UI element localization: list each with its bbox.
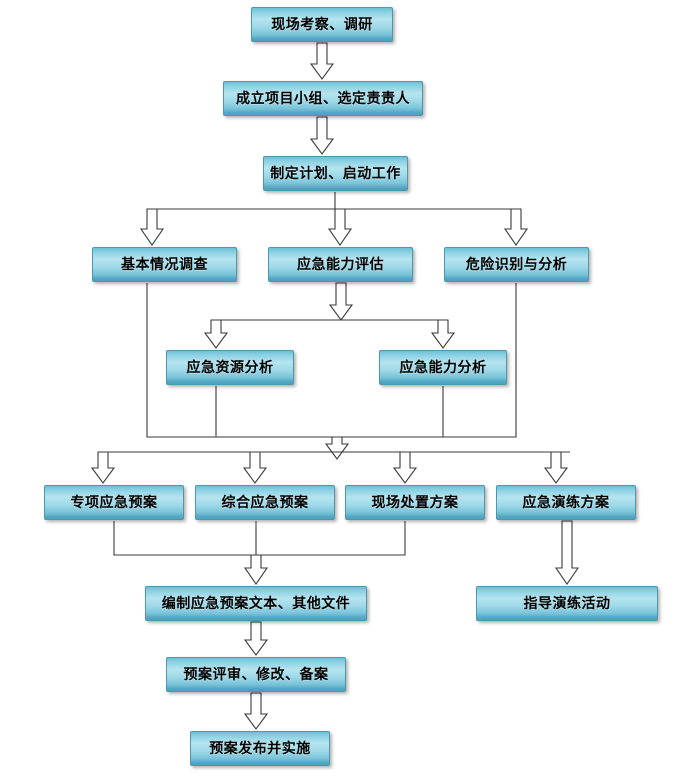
node-label: 预案发布并实施 — [209, 740, 311, 757]
node-emergency-resource-analysis[interactable]: 应急资源分析 — [166, 350, 294, 385]
arrow-bus2-n7 — [203, 319, 229, 349]
node-label: 预案评审、修改、备案 — [183, 666, 329, 683]
merge-n9 — [113, 521, 251, 556]
node-make-plan-start-work[interactable]: 制定计划、启动工作 — [263, 156, 408, 191]
node-emergency-capability-assessment[interactable]: 应急能力评估 — [268, 247, 413, 282]
node-label: 现场考察、调研 — [271, 16, 373, 33]
arrow-bus3-n4 — [139, 208, 165, 246]
node-label: 应急资源分析 — [186, 359, 274, 376]
node-emergency-drill-plan[interactable]: 应急演练方案 — [496, 485, 636, 520]
node-label: 制定计划、启动工作 — [270, 165, 401, 182]
arrow-bus3-n5 — [327, 208, 353, 246]
arrow-n2-n3 — [309, 116, 335, 155]
node-label: 专项应急预案 — [70, 494, 158, 511]
node-label: 指导演练活动 — [523, 595, 611, 612]
merge-n11 — [261, 521, 406, 556]
node-label: 应急能力评估 — [297, 256, 384, 273]
node-label: 现场处置方案 — [371, 494, 459, 511]
node-emergency-capability-analysis[interactable]: 应急能力分析 — [379, 350, 507, 385]
arrow-n1-n2 — [309, 42, 335, 80]
node-label: 综合应急预案 — [221, 494, 309, 511]
node-basic-situation-survey[interactable]: 基本情况调查 — [92, 247, 237, 282]
node-label: 编制应急预案文本、其他文件 — [161, 595, 351, 612]
merge-n7 — [215, 386, 335, 438]
arrow-bus3-n6 — [503, 208, 529, 246]
node-guide-drill-activity[interactable]: 指导演练活动 — [476, 586, 658, 621]
node-special-emergency-plan[interactable]: 专项应急预案 — [44, 485, 184, 520]
node-label: 成立项目小组、选定责责人 — [236, 90, 410, 107]
arrow-bus4-n9 — [90, 451, 116, 484]
node-label: 基本情况调查 — [121, 256, 208, 273]
arrow-n5-bus2 — [328, 282, 354, 321]
merge-n8 — [340, 386, 444, 438]
node-onsite-disposal-plan[interactable]: 现场处置方案 — [345, 485, 485, 520]
node-label: 危险识别与分析 — [465, 256, 568, 273]
arrow-bus4-n10 — [242, 451, 268, 484]
arrow-merge-n13 — [243, 554, 269, 585]
arrow-bus4-n11 — [392, 451, 418, 484]
node-comprehensive-emergency-plan[interactable]: 综合应急预案 — [195, 485, 335, 520]
node-hazard-identification-analysis[interactable]: 危险识别与分析 — [444, 247, 589, 282]
node-label: 应急能力分析 — [399, 359, 487, 376]
arrow-bus4-n12 — [543, 451, 569, 484]
arrow-bus2-n8 — [430, 319, 456, 349]
node-label: 应急演练方案 — [522, 494, 610, 511]
node-compile-plan-text-documents[interactable]: 编制应急预案文本、其他文件 — [145, 586, 367, 621]
node-establish-team[interactable]: 成立项目小组、选定责责人 — [223, 81, 423, 116]
arrow-n15-n16 — [243, 692, 269, 730]
node-plan-release-implement[interactable]: 预案发布并实施 — [190, 731, 330, 766]
arrow-n13-n15 — [243, 621, 269, 656]
arrow-collector-bus4 — [324, 436, 350, 460]
arrow-n12-n14 — [554, 520, 580, 585]
node-site-survey[interactable]: 现场考察、调研 — [251, 7, 393, 42]
node-plan-review-revise-file[interactable]: 预案评审、修改、备案 — [166, 657, 346, 692]
